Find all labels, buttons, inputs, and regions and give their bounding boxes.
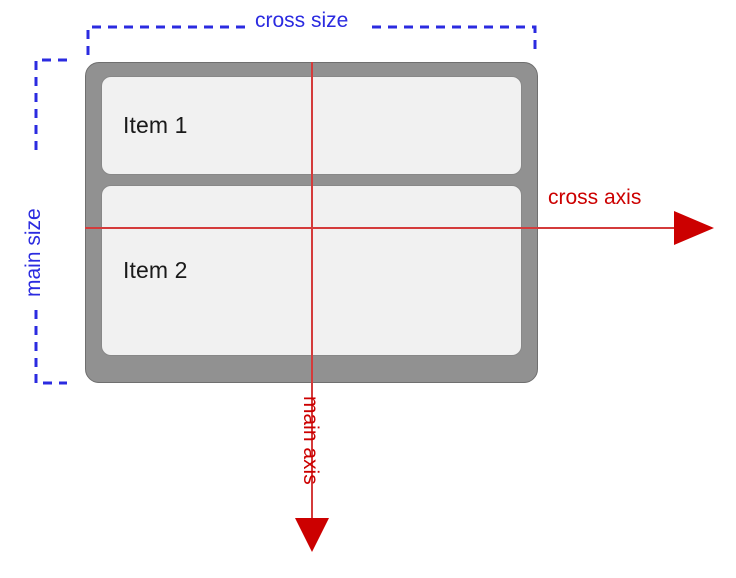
cross-size-bracket (86, 25, 537, 55)
cross-axis-line (85, 211, 714, 245)
main-axis-label: main axis (299, 396, 322, 485)
cross-size-label: cross size (255, 9, 349, 32)
main-axis-line (295, 62, 329, 552)
main-size-label: main size (22, 208, 45, 297)
flex-item-1-label: Item 1 (123, 112, 188, 138)
cross-axis-label: cross axis (548, 186, 642, 209)
flex-item-2-label: Item 2 (123, 257, 188, 283)
main-size-bracket (34, 58, 67, 385)
